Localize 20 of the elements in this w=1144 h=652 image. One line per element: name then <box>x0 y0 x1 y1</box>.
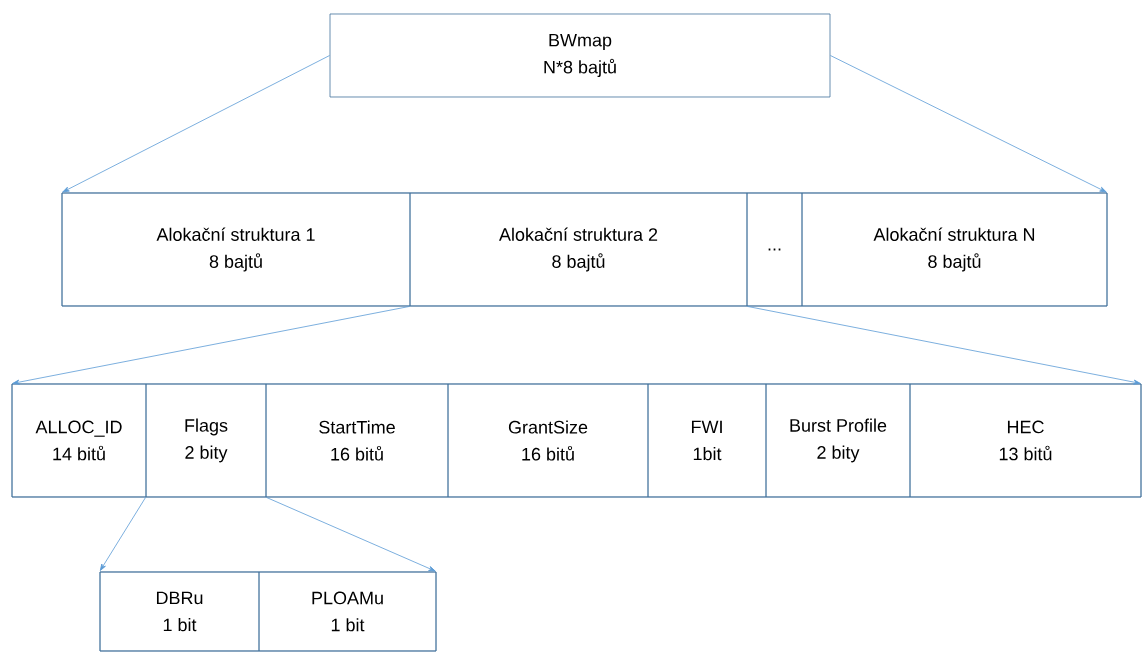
field-cell: FWI 1bit <box>647 383 767 498</box>
field-cell: Alokační struktura N 8 bajtů <box>801 192 1108 307</box>
structure-box: BWmap N*8 bajtů <box>329 13 831 98</box>
arrow <box>830 55 1107 193</box>
arrow <box>62 55 330 193</box>
field-cell: Alokační struktura 2 8 bajtů <box>409 192 748 307</box>
field-cell: HEC 13 bitů <box>909 383 1142 498</box>
arrow <box>747 306 1141 385</box>
arrow <box>12 306 410 385</box>
field-cell: DBRu 1 bit <box>99 571 260 652</box>
field-cell: GrantSize 16 bitů <box>447 383 649 498</box>
field-cell: ALLOC_ID 14 bitů <box>11 383 147 498</box>
arrow <box>99 497 146 571</box>
field-cell: StartTime 16 bitů <box>265 383 449 498</box>
field-cell: PLOAMu 1 bit <box>258 571 437 652</box>
field-cell: Flags 2 bity <box>145 383 267 498</box>
field-cell: ... <box>746 192 803 307</box>
field-cell: Alokační struktura 1 8 bajtů <box>61 192 411 307</box>
arrow <box>266 497 436 572</box>
field-cell: Burst Profile 2 bity <box>765 383 911 498</box>
